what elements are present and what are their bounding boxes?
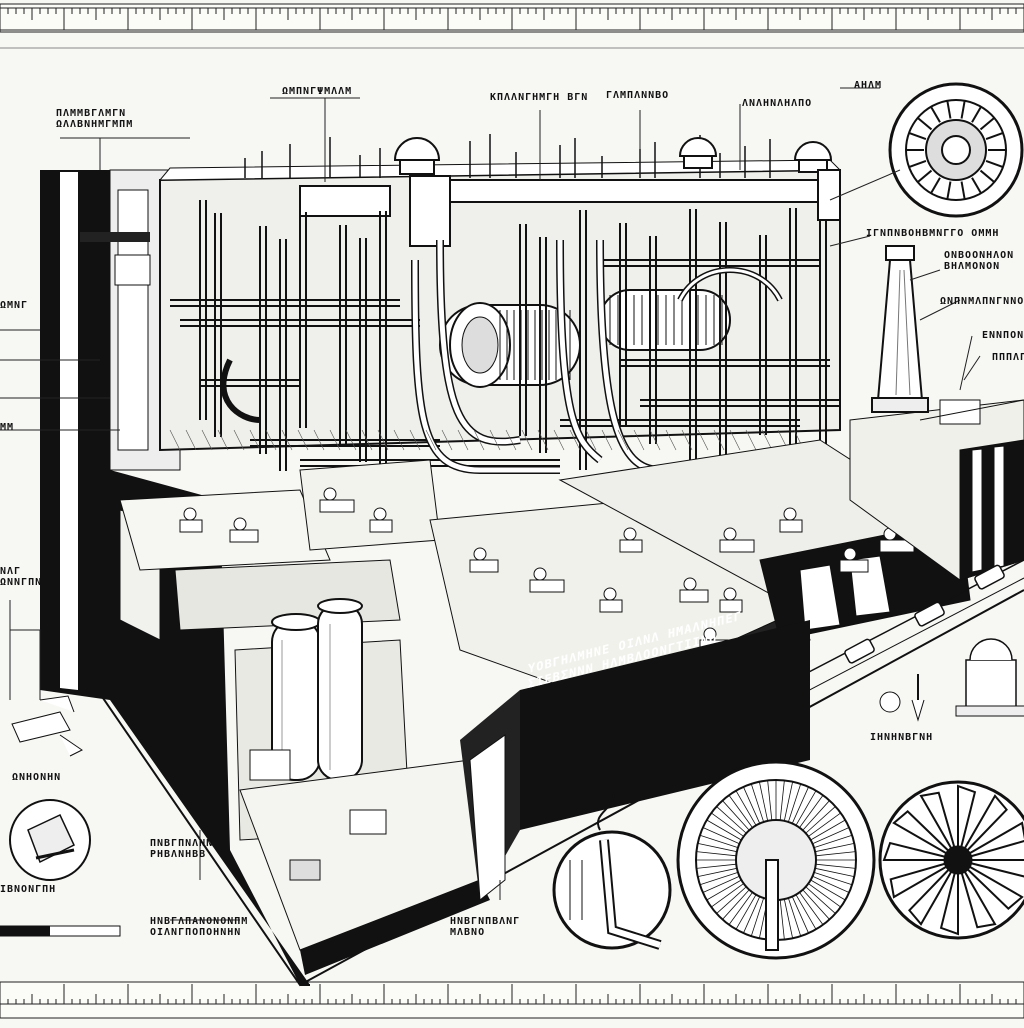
label-left-2: ΜΜ [0,422,15,433]
detail-circle-turbine [676,760,876,960]
detail-circle-left [9,799,91,881]
label-top-left: ΠΛΜΜΒΓΛΜΓΝ ΩΛΛΒΝΗΜΓΜΠΜ [56,108,134,130]
label-top-4: ΛΝΛΗΝΛΗΛΠΟ [742,98,813,109]
detail-circle-top-right [888,82,1024,218]
base-foundation [110,470,490,985]
label-left-5: ΙΒΝΟΝΓΠΗ [0,884,57,895]
leader-lines [0,87,981,921]
label-right-3: ΩΝΠΝΜΛΠΝΓΝΝΟ [940,296,1024,307]
label-mini: ΙΗΝΗΝΒΓΝΗ [870,732,934,743]
right-annex [849,245,1024,581]
label-bottom-2: ΗΝΒΓΛΠΑΝΟΝΟΝΠΜ ΟΙΛΝΓΠΟΠΟΗΝΗΝ [150,916,249,938]
label-left-4: ΩΝΗΟΝΗΝ [12,772,62,783]
label-right-4: ΕΝΝΠΟΝ [982,330,1024,341]
scale-bar [0,925,121,937]
top-ruler [0,3,1024,49]
detail-mini-machine [879,638,1024,722]
tool-sketch [11,695,83,757]
bottom-ruler [0,981,1024,1019]
label-right-2: ΟΝΒΟΟΝΗΛΟΝ ΒΗΛΜΟΝΟΝ [944,250,1015,272]
detail-circle-rotor [878,780,1024,940]
main-plant [158,134,842,479]
label-top-2: ΚΠΛΛΝΓΗΜΓΗ ΒΓΝ [490,92,589,103]
label-top-3: ΓΛΜΠΛΝΝΒΟ [606,90,670,101]
label-bottom-1: ΠΝΒΓΠΝΛΝΝ ΡΗΒΛΝΗΒΒ [150,838,214,860]
detail-circle-pipe [552,789,672,950]
label-right-1: ΙΓΝΠΝΒΟΗΒΜΝΓΓΟ ΟΜΜΗ [866,228,1000,239]
label-left-1: ΩΜΝΓ [0,300,29,311]
label-top-1: ΩΜΠΝΓΨΜΛΛΜ [282,86,353,97]
label-top-5: ΑΗΛΜ [854,80,883,91]
label-right-5: ΠΠΠΛΠ [992,352,1024,363]
label-left-3: ΝΛΓ ΩΝΝΓΠΝ [0,566,43,588]
label-bottom-3: ΗΝΒΓΝΠΒΛΝΓ ΜΛΒΝΟ [450,916,521,938]
